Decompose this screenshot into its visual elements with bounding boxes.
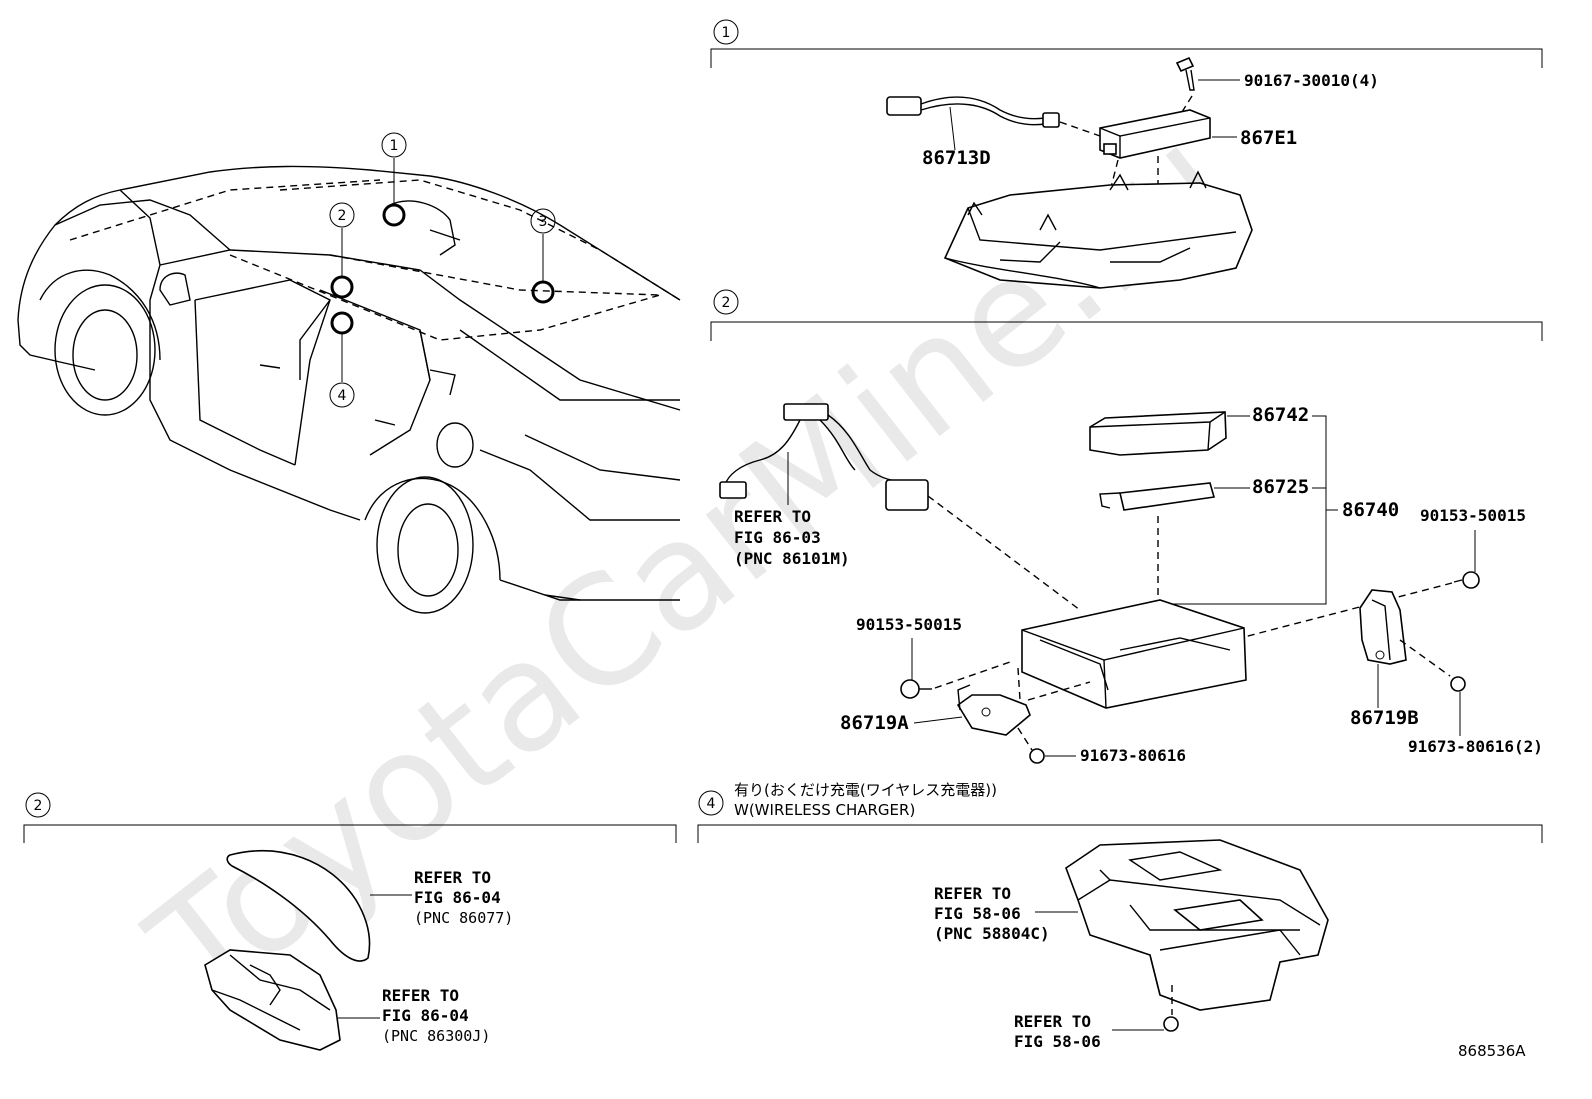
car-callout-1: 1 xyxy=(390,138,399,154)
location-marker-3 xyxy=(531,280,555,304)
label-86740: 86740 xyxy=(1342,499,1399,521)
label-91673-80616-left: 91673-80616 xyxy=(1080,746,1186,765)
label-86719A: 86719A xyxy=(840,712,909,734)
label-86725: 86725 xyxy=(1252,476,1309,498)
label-91673-80616-right: 91673-80616(2) xyxy=(1408,737,1543,756)
antenna-cover-ref-line3: (PNC 86077) xyxy=(414,909,513,927)
car-overview: 1 2 3 4 xyxy=(17,132,681,614)
car-callout-3: 3 xyxy=(539,214,548,230)
location-marker-1 xyxy=(382,203,406,227)
harness-ref-line1: REFER TO xyxy=(734,507,811,526)
section-4-title-en: W(WIRELESS CHARGER) xyxy=(734,801,915,819)
screw-ref-line1: REFER TO xyxy=(1014,1012,1091,1031)
figure-id: 868536A xyxy=(1458,1042,1526,1060)
label-90153-50015-right: 90153-50015 xyxy=(1420,506,1526,525)
harness-ref-line3: (PNC 86101M) xyxy=(734,549,850,568)
section-2-badge: 2 xyxy=(722,295,731,311)
antenna-base-ref-line1: REFER TO xyxy=(382,986,459,1005)
label-90153-50015-left: 90153-50015 xyxy=(856,615,962,634)
charger-ref-line1: REFER TO xyxy=(934,884,1011,903)
car-callout-4: 4 xyxy=(338,388,347,404)
antenna-cover-ref-line1: REFER TO xyxy=(414,868,491,887)
section-4-title-jp: 有り(おくだけ充電(ワイヤレス充電器)) xyxy=(734,781,997,799)
label-86713D: 86713D xyxy=(922,147,991,169)
label-86719B: 86719B xyxy=(1350,707,1419,729)
antenna-cover-ref-line2: FIG 86-04 xyxy=(414,888,501,907)
harness-ref-line2: FIG 86-03 xyxy=(734,528,821,547)
location-marker-2 xyxy=(330,275,354,299)
section-1: 1 90167-30010(4) 867E1 86713D xyxy=(710,19,1543,289)
section-2: 2 REFER TO FIG 86-03 (PNC 86101M) 86742 … xyxy=(710,289,1543,765)
antenna-base-ref-line3: (PNC 86300J) xyxy=(382,1027,490,1045)
antenna-base-ref-line2: FIG 86-04 xyxy=(382,1006,469,1025)
label-867E1: 867E1 xyxy=(1240,127,1297,149)
charger-ref-line3: (PNC 58804C) xyxy=(934,924,1050,943)
section-4: 4 有り(おくだけ充電(ワイヤレス充電器)) W(WIRELESS CHARGE… xyxy=(697,781,1543,1051)
car-callout-2: 2 xyxy=(338,208,347,224)
section-1-badge: 1 xyxy=(722,25,731,41)
location-marker-4 xyxy=(330,311,354,335)
label-90167-30010: 90167-30010(4) xyxy=(1244,71,1379,90)
charger-ref-line2: FIG 58-06 xyxy=(934,904,1021,923)
screw-ref-line2: FIG 58-06 xyxy=(1014,1032,1101,1051)
section-2b: 2 REFER TO FIG 86-04 (PNC 86077) REFER T… xyxy=(23,792,677,1051)
section-4-badge: 4 xyxy=(707,796,716,812)
label-86742: 86742 xyxy=(1252,404,1309,426)
section-2b-badge: 2 xyxy=(34,798,43,814)
